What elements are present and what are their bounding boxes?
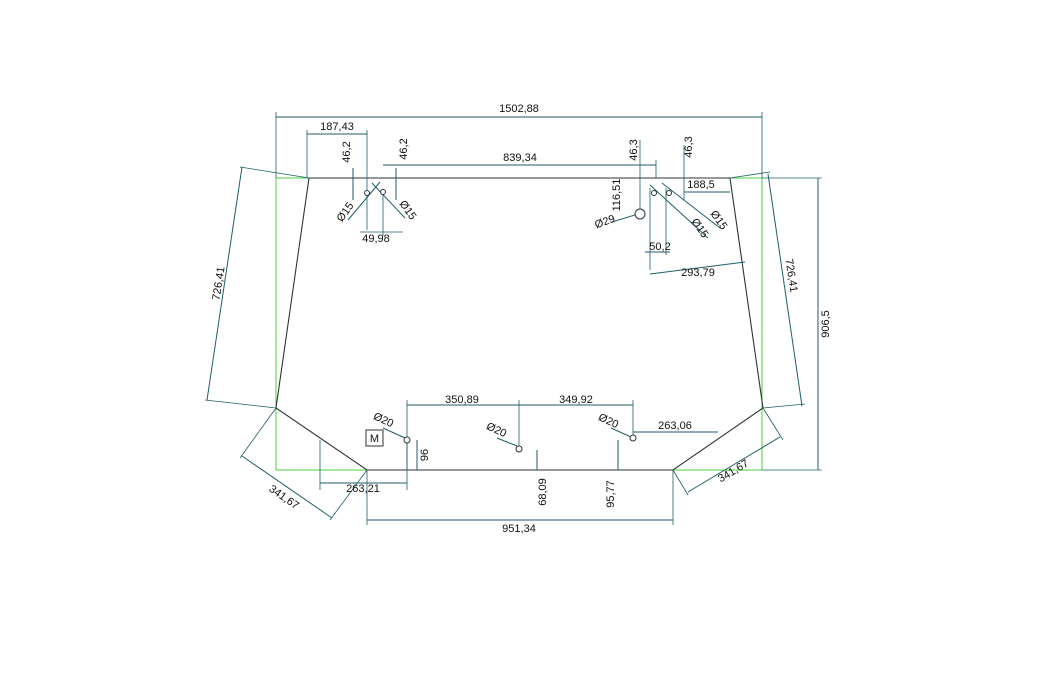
- label-top-right-hole-v2: 46,3: [683, 136, 695, 157]
- label-bottom-right-chamfer: 341,67: [716, 458, 751, 486]
- label-top-right-hole-spacing: 50,2: [649, 241, 670, 253]
- hole-top-left-2: [380, 189, 386, 195]
- dim-top-left-offset: [306, 130, 368, 230]
- label-top-hole-distance: 839,34: [503, 152, 537, 164]
- label-bottom-hole-spacing-2: 349,92: [559, 394, 593, 406]
- dim-top-right-holes: [611, 140, 746, 275]
- label-bottom-hole-spacing-1: 350,89: [445, 394, 479, 406]
- label-top-left-hole-dia2: Ø15: [397, 198, 419, 222]
- dim-bottom-right-chamfer: [672, 407, 784, 496]
- label-top-right-horizontal: 293,79: [681, 267, 715, 279]
- dim-bottom-hole-vertical: [382, 427, 632, 470]
- label-top-left-hole-v2: 46,2: [398, 138, 410, 159]
- label-overall-height: 906,5: [820, 310, 832, 338]
- label-top-right-hole-v1: 46,3: [628, 139, 640, 160]
- dim-bottom-hole-spacing: [406, 400, 718, 470]
- label-left-side-length: 726,41: [210, 266, 227, 301]
- label-bottom-hole-dia-3: Ø20: [596, 411, 620, 431]
- label-bottom-hole-v2: 68,09: [537, 478, 549, 506]
- hole-bottom-1: [403, 436, 411, 444]
- dim-overall-width: [275, 112, 763, 178]
- dim-bottom-width: [366, 470, 674, 525]
- hole-bottom-3: [629, 434, 637, 442]
- hole-top-right-1: [651, 190, 657, 196]
- dim-overall-height: [762, 177, 822, 471]
- dim-bottom-left-chamfer: [239, 407, 368, 521]
- dim-top-hole-distance: [383, 160, 657, 178]
- label-top-left-offset: 187,43: [320, 121, 354, 133]
- hole-top-right-2: [666, 190, 672, 196]
- label-top-left-hole-v1: 46,2: [341, 141, 353, 162]
- label-right-side-length: 726,41: [782, 258, 799, 293]
- label-bottom-hole-v3: 95,77: [605, 480, 617, 508]
- label-top-right-offset: 188,5: [687, 179, 715, 191]
- label-top-left-hole-dia1: Ø15: [335, 200, 357, 224]
- hole-top-right-big: [634, 208, 646, 220]
- label-top-right-big-hole-dia: Ø29: [593, 213, 617, 231]
- label-bottom-width: 951,34: [502, 523, 536, 535]
- label-bottom-left-chamfer: 341,67: [266, 483, 300, 512]
- label-overall-width: 1502,88: [499, 103, 539, 115]
- label-bottom-hole-dia-1: Ø20: [371, 410, 395, 430]
- marker-label: M: [370, 433, 379, 445]
- dim-top-left-holes: [347, 168, 406, 236]
- dim-right-side: [729, 171, 806, 409]
- label-bottom-left-offset: 263,21: [346, 483, 380, 495]
- hole-bottom-2: [515, 445, 523, 453]
- label-bottom-hole-v1: 96: [419, 449, 431, 461]
- marker-box: [365, 429, 384, 447]
- label-top-left-hole-spacing: 49,98: [362, 233, 390, 245]
- dim-left-side: [204, 166, 310, 409]
- label-bottom-right-offset: 263,06: [658, 420, 692, 432]
- label-bottom-hole-dia-2: Ø20: [484, 420, 508, 440]
- label-top-right-big-hole-v: 116,51: [611, 179, 623, 212]
- hole-top-left-1: [364, 190, 370, 196]
